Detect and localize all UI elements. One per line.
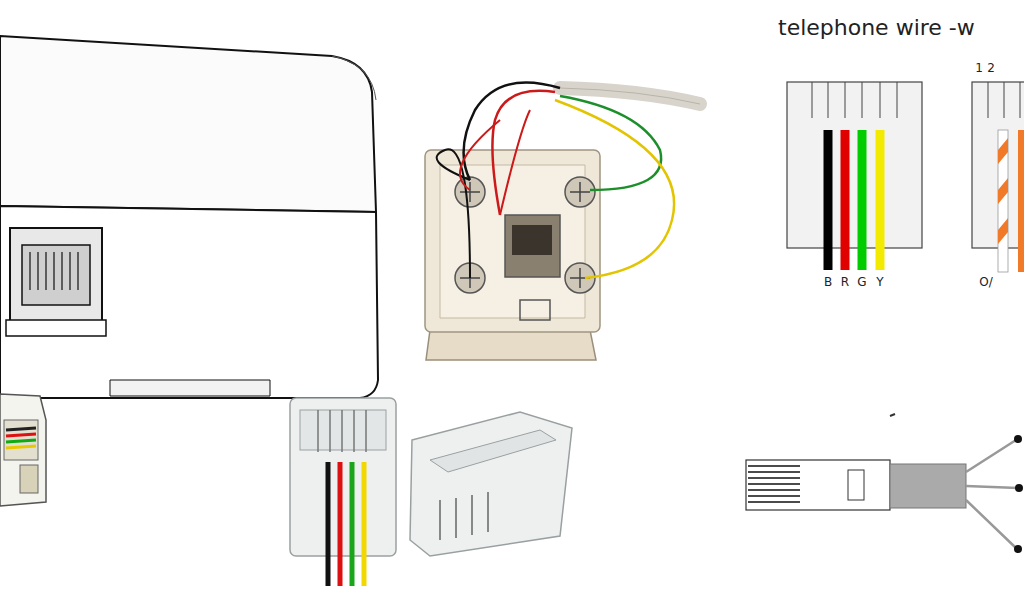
plug-with-cable xyxy=(746,414,1023,553)
wire-color-letter: G xyxy=(857,276,866,289)
pin-number: 1 xyxy=(975,62,983,75)
wire-color-code: O/ xyxy=(979,276,993,289)
wire-color-letter: Y xyxy=(876,276,883,289)
wire-color-letter: B xyxy=(824,276,832,289)
diagram-title: telephone wire -w xyxy=(778,16,975,40)
small-jack xyxy=(0,394,46,506)
surface-box xyxy=(0,36,378,398)
pin-number: 2 xyxy=(987,62,995,75)
wire-color-letter: R xyxy=(841,276,849,289)
jack-diagram xyxy=(787,82,922,270)
jack-diagram-striped xyxy=(972,82,1024,272)
rj11-plugs xyxy=(290,398,572,586)
wired-jack xyxy=(425,82,700,360)
